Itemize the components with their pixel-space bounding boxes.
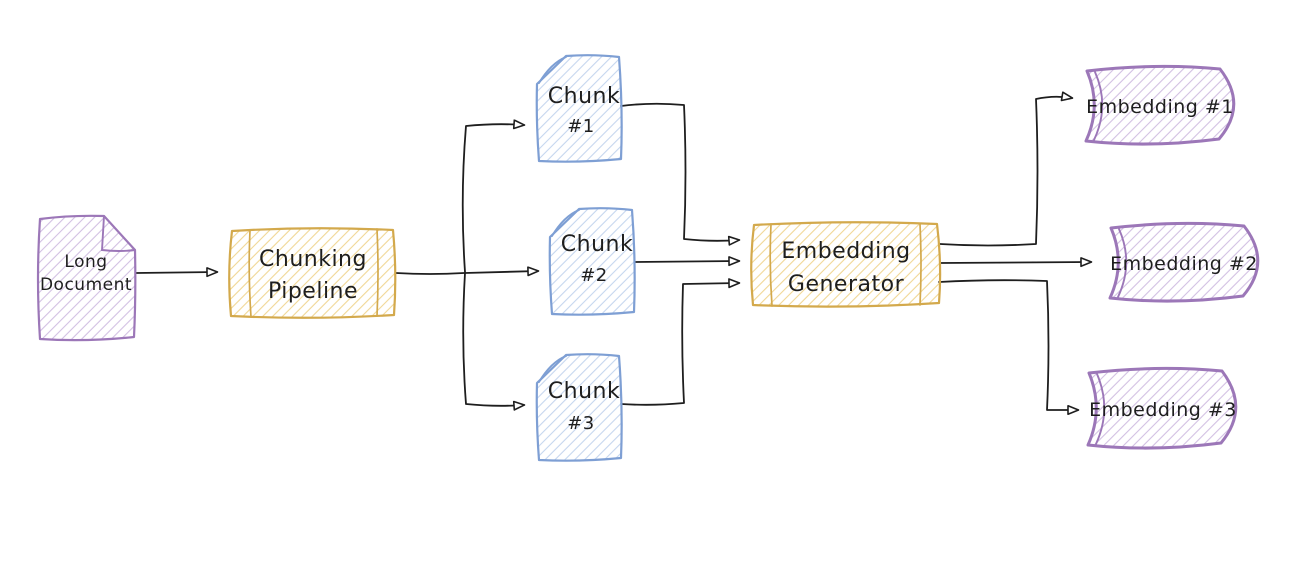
document-fold-corner [538, 56, 567, 84]
cylinder-rim [1093, 71, 1104, 141]
cylinder-rim [1117, 228, 1128, 298]
document-shape [548, 207, 636, 316]
chunk-1-shape-group [535, 54, 623, 163]
embedding-3-shape-group [1086, 366, 1238, 450]
process-box-left-rail [769, 223, 773, 307]
node-long-document: Long Document [36, 214, 137, 342]
document-shape [535, 54, 623, 163]
node-chunking-pipeline: Chunking Pipeline [228, 227, 397, 319]
edge-pipeline-to-chunk-2 [464, 266, 540, 277]
chunk-1-title: Chunk [548, 84, 620, 109]
edge-generator-to-embedding-3 [938, 279, 1080, 415]
document-shape [36, 214, 137, 342]
node-embedding-generator: Embedding Generator [750, 221, 942, 308]
edge-chunk-2-to-generator [634, 256, 741, 267]
cylinder-shape [1108, 221, 1260, 303]
process-box-right-rail [919, 223, 922, 306]
embedding-generator-shape-group [750, 221, 942, 308]
chunk-2-number: #2 [580, 265, 608, 286]
cylinder-rim [1095, 373, 1106, 445]
edge-generator-to-embedding-2 [939, 257, 1093, 268]
embedding-3-label: Embedding #3 [1089, 399, 1237, 421]
document-fold-corner [551, 209, 580, 237]
long-document-label-line1: Long [64, 252, 107, 272]
document-fold-corner [538, 355, 567, 383]
edge-chunk-1-to-generator [620, 102, 741, 246]
chunking-pipeline-label-line2: Pipeline [268, 279, 358, 304]
embedding-2-label: Embedding #2 [1110, 253, 1258, 275]
chunk-2-shape-group [548, 207, 636, 316]
node-chunk-2: Chunk #2 [548, 207, 636, 316]
process-box-left-rail [248, 229, 252, 318]
process-box-shape [228, 227, 397, 319]
document-fold-corner [100, 215, 136, 252]
embedding-2-shape-group [1108, 221, 1260, 303]
cylinder-shape [1084, 64, 1236, 146]
chunking-pipeline-label-line1: Chunking [259, 247, 367, 272]
edge-pipeline-to-chunk-3 [462, 272, 526, 411]
node-embedding-1: Embedding #1 [1084, 64, 1236, 146]
edge-document-to-pipeline [135, 267, 219, 278]
edge-layer [135, 91, 1093, 415]
edge-pipeline-to-chunk-1 [461, 119, 526, 273]
chunk-2-title: Chunk [561, 232, 633, 257]
node-embedding-3: Embedding #3 [1086, 366, 1238, 450]
chunk-3-number: #3 [567, 413, 595, 434]
embedding-1-label: Embedding #1 [1086, 96, 1234, 118]
embedding-generator-label-line2: Generator [788, 272, 905, 297]
chunking-pipeline-shape-group [228, 227, 397, 319]
process-box-right-rail [376, 228, 379, 317]
node-embedding-2: Embedding #2 [1108, 221, 1260, 303]
process-box-shape [750, 221, 942, 308]
node-chunk-3: Chunk #3 [535, 353, 623, 462]
embedding-1-shape-group [1084, 64, 1236, 146]
long-document-label-line2: Document [40, 275, 132, 295]
cylinder-shape [1086, 366, 1238, 450]
long-document-shape-group [36, 214, 137, 342]
chunk-3-title: Chunk [548, 379, 620, 404]
chunk-3-shape-group [535, 353, 623, 462]
chunk-1-number: #1 [567, 116, 595, 137]
node-chunk-1: Chunk #1 [535, 54, 623, 163]
edge-generator-to-embedding-1 [939, 91, 1074, 247]
edge-pipeline-fanout-trunk [395, 272, 465, 275]
edge-chunk-3-to-generator [620, 278, 741, 406]
document-shape [535, 353, 623, 462]
embedding-generator-label-line1: Embedding [781, 239, 910, 264]
